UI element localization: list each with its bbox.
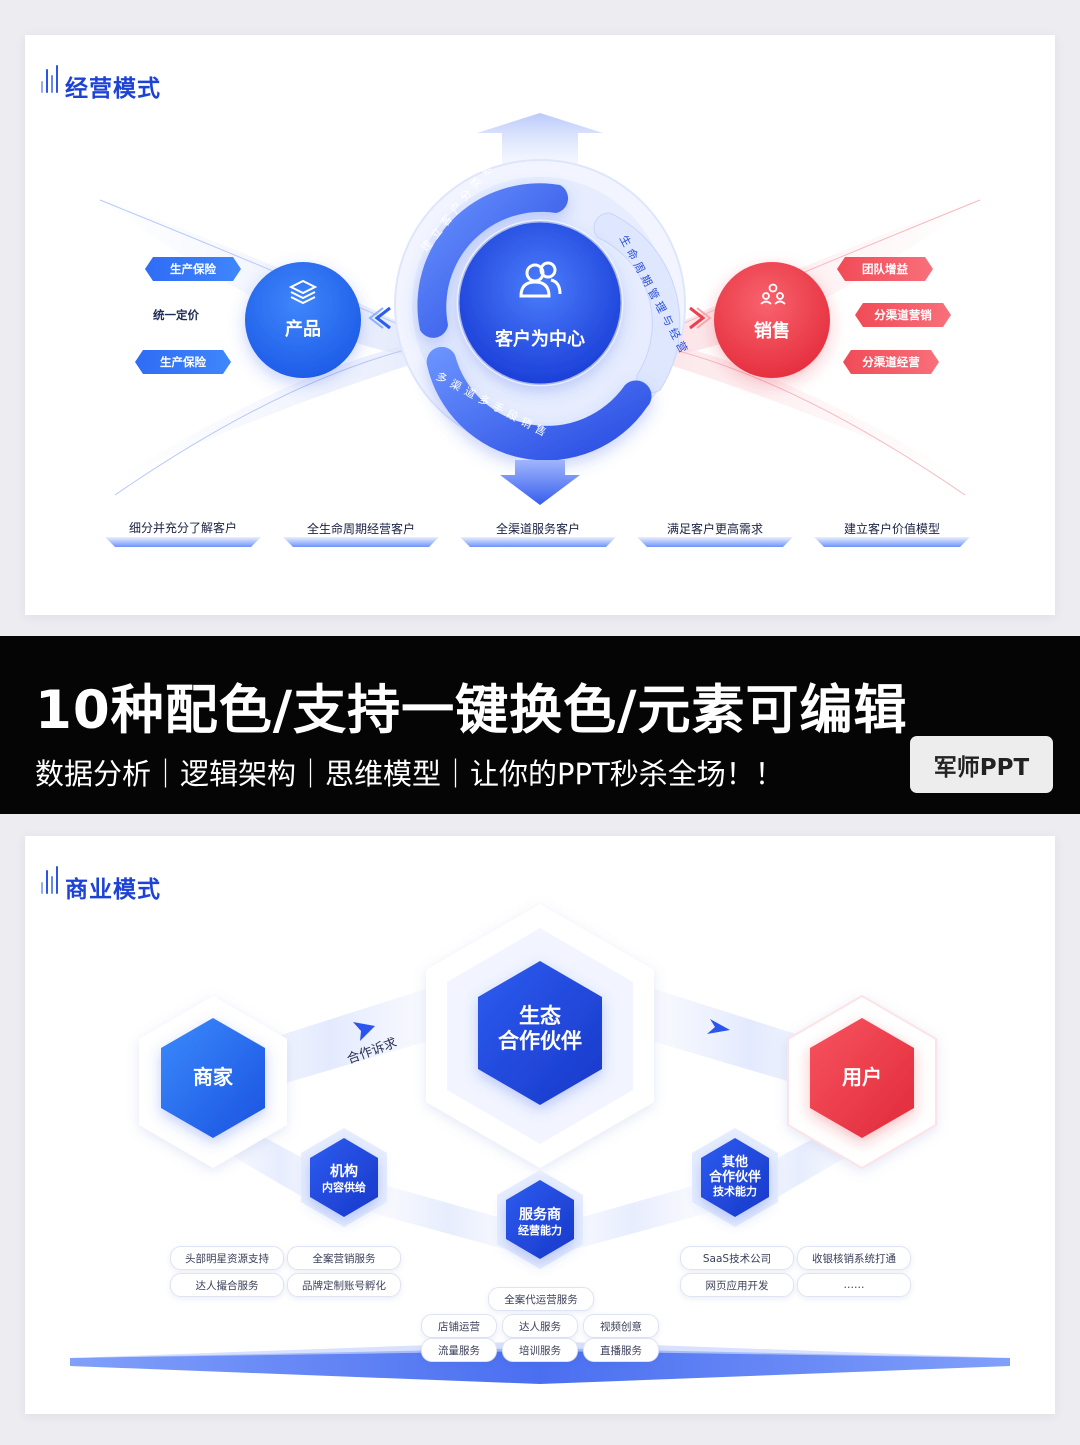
left-pill-3: 生产保险 — [135, 350, 231, 374]
center-label: 客户为中心 — [495, 329, 585, 350]
bottom-label-5: 建立客户价值模型 — [843, 522, 940, 536]
title-bars-icon — [39, 864, 61, 894]
right-tag-4: …… — [797, 1273, 911, 1297]
people-icon — [515, 260, 565, 300]
mid-tag-1: 店铺运营 — [421, 1314, 497, 1338]
operation-diagram — [95, 113, 985, 547]
left-tag-3: 达人撮合服务 — [170, 1273, 284, 1297]
right-tag-1: SaaS技术公司 — [680, 1246, 794, 1270]
promo-banner: 10种配色/支持一键换色/元素可编辑 数据分析｜逻辑架构｜思维模型｜让你的PPT… — [0, 636, 1080, 814]
bottom-label-3: 全渠道服务客户 — [495, 522, 580, 536]
mid-tag-4: 流量服务 — [421, 1338, 497, 1362]
left-tag-4: 品牌定制账号孵化 — [287, 1273, 401, 1297]
user-label: 用户 — [842, 1065, 882, 1089]
institution-sub: 内容供给 — [322, 1180, 366, 1194]
mid-tag-2: 达人服务 — [502, 1314, 578, 1338]
merchant-label: 商家 — [193, 1065, 233, 1089]
service-provider-title: 服务商 — [519, 1207, 561, 1223]
mid-tag-6: 直播服务 — [583, 1338, 659, 1362]
other-partner-line-2: 合作伙伴 — [708, 1169, 761, 1185]
left-tag-1: 头部明星资源支持 — [170, 1246, 284, 1270]
other-partner-hex-label: 其他 合作伙伴 技术能力 — [695, 1155, 775, 1199]
layers-icon — [289, 279, 317, 305]
left-pill-2: 统一定价 — [128, 303, 224, 327]
slide-business-model: 商业模式 — [25, 836, 1055, 1414]
business-diagram — [70, 904, 1010, 1384]
ecosystem-line-1: 生态 — [519, 1004, 561, 1028]
other-partner-line-3: 技术能力 — [713, 1184, 757, 1198]
title-bars-icon — [39, 63, 61, 93]
institution-hex-label: 机构 内容供给 — [304, 1164, 384, 1194]
product-label: 产品 — [285, 319, 321, 340]
bottom-label-2: 全生命周期经营客户 — [306, 522, 415, 536]
right-pill-3: 分渠道经营 — [843, 350, 939, 374]
mid-header-tag: 全案代运营服务 — [488, 1287, 594, 1311]
right-pill-1: 团队增益 — [837, 257, 933, 281]
right-tag-2: 收银核销系统打通 — [797, 1246, 911, 1270]
brand-button[interactable]: 军师PPT — [910, 736, 1053, 793]
bottom-bases — [105, 537, 970, 547]
bottom-label-4: 满足客户更高需求 — [666, 522, 763, 536]
ecosystem-partner-label: 生态 合作伙伴 — [470, 1004, 610, 1054]
banner-title: 10种配色/支持一键换色/元素可编辑 — [35, 680, 908, 741]
ecosystem-line-2: 合作伙伴 — [498, 1029, 582, 1054]
banner-subtitle: 数据分析｜逻辑架构｜思维模型｜让你的PPT秒杀全场！！ — [35, 757, 784, 791]
slide-business-operation-model: 经营模式 — [25, 35, 1055, 615]
sales-label: 销售 — [754, 321, 790, 342]
left-tag-2: 全案营销服务 — [287, 1246, 401, 1270]
right-pill-2: 分渠道营销 — [855, 303, 951, 327]
right-tag-3: 网页应用开发 — [680, 1273, 794, 1297]
institution-title: 机构 — [330, 1164, 358, 1180]
slide-title: 经营模式 — [65, 76, 161, 102]
mid-tag-3: 视频创意 — [583, 1314, 659, 1338]
service-provider-sub: 经营能力 — [518, 1223, 562, 1237]
bottom-label-1: 细分并充分了解客户 — [128, 521, 237, 535]
team-icon — [760, 283, 786, 305]
slide-title: 商业模式 — [65, 877, 161, 903]
left-pill-1: 生产保险 — [145, 257, 241, 281]
other-partner-line-1: 其他 — [721, 1155, 748, 1170]
service-provider-hex-label: 服务商 经营能力 — [500, 1207, 580, 1237]
mid-tag-5: 培训服务 — [502, 1338, 578, 1362]
